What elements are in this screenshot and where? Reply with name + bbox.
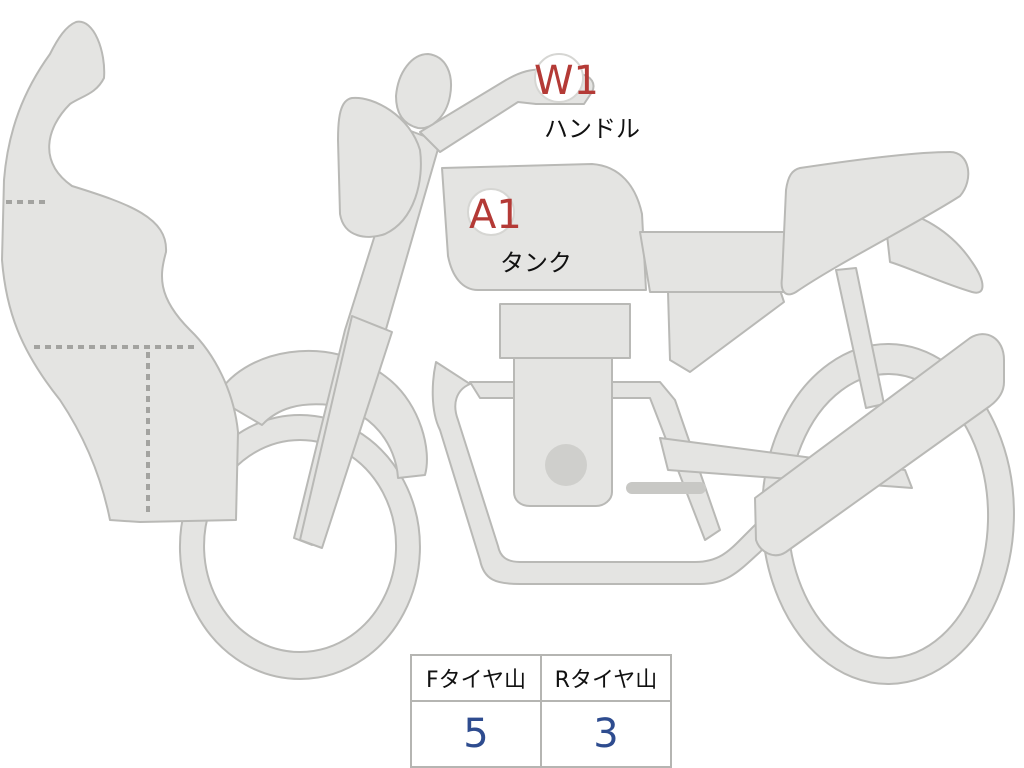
muffler [754,333,1005,557]
headlight [337,96,422,238]
engine-cover [545,444,587,486]
rear-tire-header: Rタイヤ山 [540,654,672,702]
w1-code: W1 [534,58,599,104]
rear-tire-value: 3 [540,700,672,768]
a1-code: A1 [469,192,522,238]
front-tire-value: 5 [410,700,542,768]
callout-w1: W1 ハンドル [534,53,640,143]
a1-badge [467,188,515,236]
front-fairing [1,20,239,523]
fork-lower [299,315,393,549]
frame-cradle [469,381,721,541]
a1-label: タンク [500,249,572,277]
callout-a1: A1 タンク [467,188,572,277]
engine-head [499,303,631,359]
w1-label: ハンドル [544,115,640,143]
side-panel [667,289,785,373]
tread-header-row: Fタイヤ山 Rタイヤ山 [410,654,672,702]
seat-base [639,231,791,293]
mirror [395,53,452,130]
fairing-cutline-horizontal [6,200,194,349]
engine-block [513,357,613,507]
tread-value-row: 5 3 [410,700,672,768]
seat [780,151,970,296]
rear-wheel [760,343,1015,685]
rear-fender [883,207,984,294]
front-tire-header: Fタイヤ山 [410,654,542,702]
tire-tread-table: Fタイヤ山 Rタイヤ山 5 3 [410,654,672,768]
w1-badge [534,53,584,103]
